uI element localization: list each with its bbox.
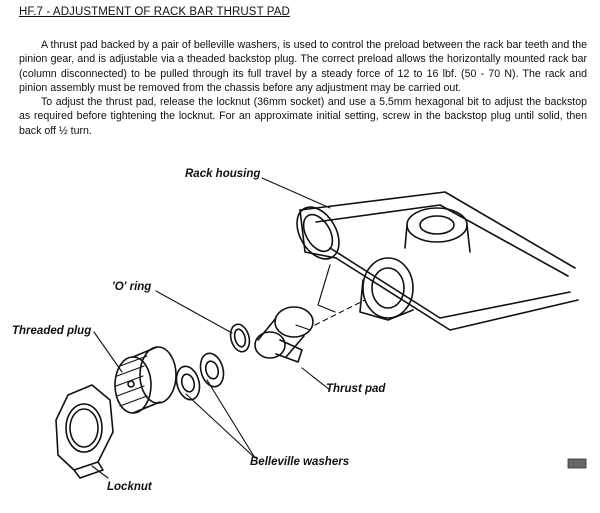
paragraph-2: To adjust the thrust pad, release the lo… [19,95,587,138]
paragraph-1-text: A thrust pad backed by a pair of bellevi… [19,39,587,94]
locknut-drawing [55,384,114,479]
leader-lines [91,177,331,479]
label-thrust-pad: Thrust pad [326,383,386,395]
figure-code-box [567,458,587,469]
o-ring-drawing [229,323,251,353]
label-threaded-plug: Threaded plug [12,325,92,337]
label-belleville-washers: Belleville washers [250,456,350,468]
thrust-pad-drawing [254,306,314,363]
section-heading: HF.7 - ADJUSTMENT OF RACK BAR THRUST PAD [19,6,290,18]
belleville-washers-drawing [175,352,225,401]
label-rack-housing: Rack housing [185,168,261,180]
paragraph-2-text: To adjust the thrust pad, release the lo… [19,96,587,137]
rack-housing-drawing [296,191,579,331]
threaded-plug-drawing [114,346,177,414]
label-o-ring: 'O' ring [112,281,152,293]
paragraph-1: A thrust pad backed by a pair of bellevi… [19,38,587,95]
label-locknut: Locknut [107,481,152,493]
